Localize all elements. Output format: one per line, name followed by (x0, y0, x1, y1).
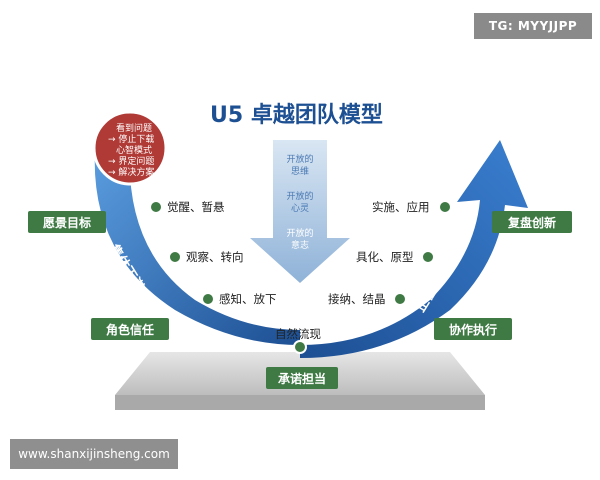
arrow-section-text: 开放的心灵 (286, 192, 314, 214)
red-circle (92, 110, 168, 186)
stage-label: 具化、原型 (356, 250, 414, 264)
stage-dot (293, 340, 307, 354)
stage-dot (438, 200, 452, 214)
circle-item: 看到问题 (116, 124, 153, 134)
stage-dot (201, 292, 215, 306)
stage-label: 接纳、结晶 (328, 292, 386, 306)
collab-box: 协作执行 (434, 318, 512, 340)
arrow-section-text: 开放的思维 (286, 155, 314, 177)
stage-label: 感知、放下 (219, 292, 277, 306)
stage-dot (168, 250, 182, 264)
center-down-arrow (250, 140, 350, 283)
renew-box: 复盘创新 (492, 211, 572, 233)
circle-item: → 解决方案 (108, 168, 155, 178)
stage-dot (393, 292, 407, 306)
vision-box: 愿景目标 (28, 211, 106, 233)
stage-label: 觉醒、暂悬 (167, 200, 225, 214)
stage-label: 观察、转向 (186, 250, 244, 264)
circle-item: → 界定问题 (108, 157, 155, 167)
bottom-stage-label: 自然流现 (275, 327, 321, 341)
circle-item: → 停止下载 (108, 135, 155, 145)
platform-front (115, 395, 485, 410)
circle-item: 心智模式 (116, 146, 153, 156)
diagram-title: U5 卓越团队模型 (210, 103, 383, 128)
role-box: 角色信任 (91, 318, 169, 340)
arrow-section-text: 开放的意志 (286, 229, 314, 251)
watermark-top: TG: MYYJJPP (474, 13, 592, 39)
stage-label: 实施、应用 (372, 200, 430, 214)
stage-dot (421, 250, 435, 264)
watermark-bottom: www.shanxijinsheng.com (10, 439, 178, 469)
commit-box: 承诺担当 (266, 367, 338, 389)
stage-dot (149, 200, 163, 214)
right-u-band (300, 140, 528, 358)
